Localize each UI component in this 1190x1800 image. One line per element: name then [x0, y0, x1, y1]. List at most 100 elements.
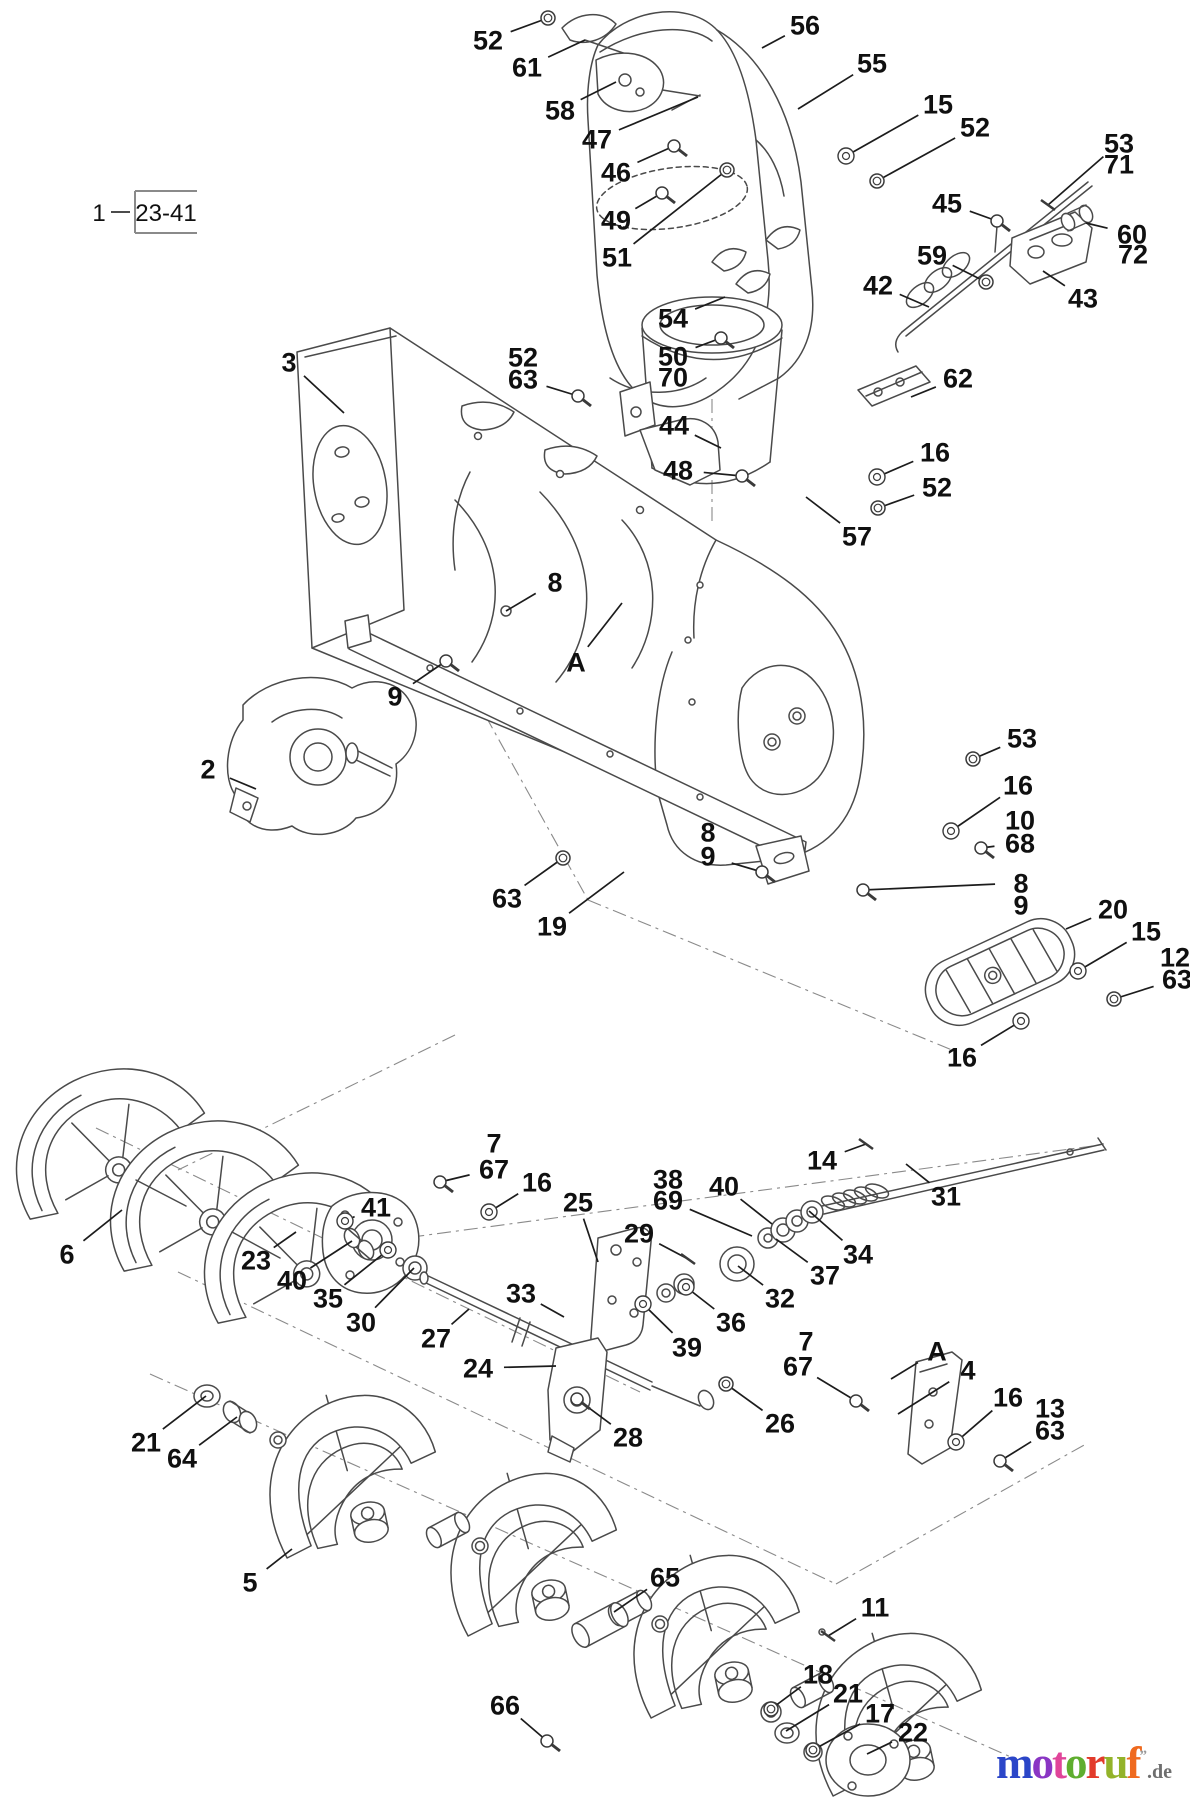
- note-bracket: [134, 190, 197, 234]
- callout-22: 22: [898, 1718, 928, 1748]
- callout-14: 14: [807, 1146, 837, 1176]
- callout-9: 9: [700, 842, 715, 872]
- callout-35: 35: [313, 1284, 343, 1314]
- callout-69: 69: [653, 1186, 683, 1216]
- nut-glyph: [872, 176, 882, 186]
- washer-glyph: [638, 1299, 648, 1309]
- leader-line: [503, 1365, 557, 1369]
- callout-30: 30: [346, 1308, 376, 1338]
- pin-glyph: [1040, 198, 1056, 212]
- callout-16: 16: [1003, 771, 1033, 801]
- logo-letter: t: [1052, 1738, 1067, 1788]
- bolt-glyph: [550, 1742, 561, 1753]
- callout-54: 54: [658, 304, 688, 334]
- callout-20: 20: [1098, 895, 1128, 925]
- callout-37: 37: [810, 1261, 840, 1291]
- callout-8: 8: [1013, 869, 1028, 899]
- logo-letter: m: [996, 1738, 1033, 1788]
- callout-36: 36: [716, 1308, 746, 1338]
- leader-line: [816, 1376, 857, 1402]
- bolt-glyph: [677, 147, 688, 158]
- leader-line: [689, 1208, 753, 1237]
- bolt-glyph: [443, 1183, 454, 1194]
- callout-5: 5: [242, 1568, 257, 1598]
- callout-16: 16: [920, 438, 950, 468]
- callout-25: 25: [563, 1188, 593, 1218]
- callouts-layer: 5261584746495156555450701552537145607259…: [59, 10, 1190, 1758]
- callout-61: 61: [512, 53, 542, 83]
- left-axle-hardware: [193, 1384, 287, 1449]
- callout-7: 7: [486, 1129, 501, 1159]
- callout-63: 63: [1162, 965, 1190, 995]
- callout-9: 9: [387, 682, 402, 712]
- washer-glyph: [340, 1216, 350, 1226]
- leader-line: [844, 1143, 867, 1153]
- callout-71: 71: [1104, 150, 1134, 180]
- bolt-glyph: [866, 891, 877, 902]
- bolt-glyph: [581, 397, 592, 408]
- washer-glyph: [946, 826, 956, 836]
- bolt-glyph: [571, 389, 585, 403]
- nut-glyph: [981, 277, 991, 287]
- callout-42: 42: [863, 271, 893, 301]
- logo-mark: ”: [1139, 1748, 1148, 1764]
- bolt-glyph: [449, 662, 460, 673]
- leader-line: [950, 796, 1001, 832]
- washer-glyph: [951, 1437, 961, 1447]
- callout-39: 39: [672, 1333, 702, 1363]
- leader-line: [505, 592, 537, 612]
- callout-51: 51: [602, 243, 632, 273]
- bolt-glyph: [540, 1734, 554, 1748]
- support-bracket-right: [907, 1351, 963, 1465]
- scraper-bar: [344, 614, 810, 885]
- leader-line: [303, 375, 345, 414]
- bolt-glyph: [724, 339, 735, 350]
- rotor-assembly: [269, 1394, 983, 1797]
- leader-line: [694, 434, 722, 449]
- bolt-glyph: [655, 186, 669, 200]
- logo-letter: u: [1103, 1738, 1128, 1788]
- callout-16: 16: [522, 1168, 552, 1198]
- callout-40: 40: [709, 1172, 739, 1202]
- callout-48: 48: [663, 456, 693, 486]
- pin-glyph: [858, 1137, 874, 1151]
- callout-67: 67: [479, 1155, 509, 1185]
- leader-line: [866, 1741, 893, 1755]
- callout-10: 10: [1005, 806, 1035, 836]
- motoruf-logo[interactable]: motoruf”.de: [996, 1741, 1186, 1786]
- washer-glyph: [681, 1282, 691, 1292]
- leader-line: [343, 1249, 389, 1286]
- callout-47: 47: [582, 125, 612, 155]
- chute-mount-parts: [561, 13, 801, 294]
- note-item-number: 1: [92, 200, 105, 227]
- leader-line: [198, 1416, 238, 1446]
- callout-58: 58: [545, 96, 575, 126]
- nut-glyph: [968, 754, 978, 764]
- leader-line: [633, 169, 728, 245]
- pin-glyph: [680, 1252, 696, 1266]
- leader-line: [1047, 155, 1104, 206]
- callout-52: 52: [473, 26, 503, 56]
- leader-line: [1065, 917, 1092, 930]
- bolt-glyph: [745, 477, 756, 488]
- callout-33: 33: [506, 1279, 536, 1309]
- bolt-glyph: [856, 883, 870, 897]
- leader-line: [910, 386, 937, 398]
- callout-23: 23: [241, 1246, 271, 1276]
- leader-line: [812, 1723, 861, 1751]
- bolt-glyph: [755, 865, 769, 879]
- worm-shaft: [820, 1137, 1107, 1215]
- logo-letter: f: [1126, 1738, 1142, 1788]
- bolt-glyph: [974, 841, 988, 855]
- leader-line: [568, 871, 625, 914]
- nut-glyph: [722, 165, 732, 175]
- bolt-glyph: [984, 849, 995, 860]
- leader-line: [862, 883, 996, 891]
- nut-glyph: [558, 853, 568, 863]
- nut-glyph: [808, 1745, 818, 1755]
- callout-38: 38: [653, 1165, 683, 1195]
- callout-72: 72: [1118, 240, 1148, 270]
- callout-26: 26: [765, 1409, 795, 1439]
- callout-9: 9: [1013, 891, 1028, 921]
